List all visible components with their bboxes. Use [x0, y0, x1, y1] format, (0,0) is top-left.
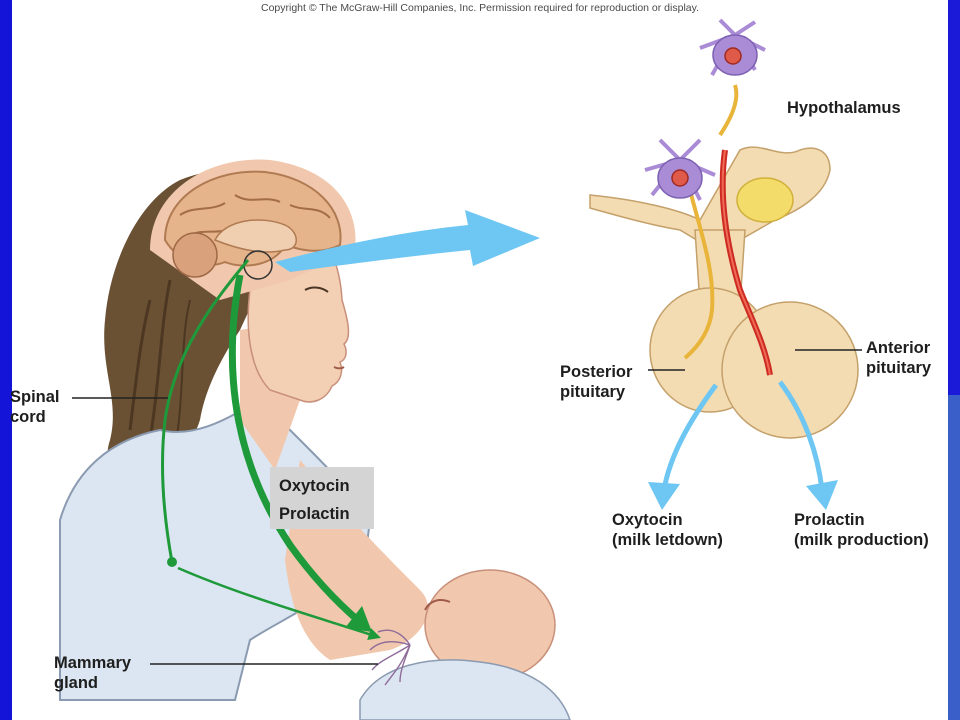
- label-prolactin-output: Prolactin (milk production): [794, 511, 929, 549]
- copyright-notice: Copyright © The McGraw-Hill Companies, I…: [260, 2, 700, 14]
- mammary-gland-ducts: [369, 629, 411, 686]
- pituitary-detail: [589, 18, 859, 510]
- baby-figure: [359, 569, 571, 720]
- oxytocin-release-arrow: [661, 383, 719, 491]
- prolactin-release-arrow: [778, 380, 825, 491]
- label-hypothalamus: Hypothalamus: [787, 99, 901, 117]
- label-spinal-cord: Spinal cord: [10, 388, 60, 426]
- neuron-cell-upper: [699, 18, 766, 76]
- leader-lines: [72, 349, 862, 665]
- label-oxytocin-output: Oxytocin (milk letdown): [612, 511, 723, 549]
- spinal-cord-line: [161, 259, 250, 563]
- cerebellum: [172, 232, 218, 278]
- optic-chiasm: [736, 177, 794, 223]
- label-anterior-pituitary: Anterior pituitary: [866, 339, 932, 377]
- right-frame-bar-bottom: [948, 395, 960, 720]
- anterior-lobe: [721, 301, 859, 439]
- baby-blanket: [359, 659, 571, 720]
- right-frame-bar-top: [948, 0, 960, 395]
- brain-inner: [213, 219, 297, 253]
- label-hormone-box: Oxytocin Prolactin: [279, 477, 350, 523]
- hormone-box: [270, 467, 374, 529]
- upper-axon: [718, 84, 739, 137]
- label-mammary-gland: Mammary gland: [54, 654, 132, 692]
- left-frame-bar: [0, 0, 12, 720]
- neuron-cell-lower: [644, 138, 716, 201]
- posterior-axon: [683, 189, 715, 360]
- zoom-arrow: [275, 210, 540, 272]
- spinal-synapse-dot: [167, 557, 177, 567]
- label-posterior-pituitary: Posterior pituitary: [560, 363, 633, 401]
